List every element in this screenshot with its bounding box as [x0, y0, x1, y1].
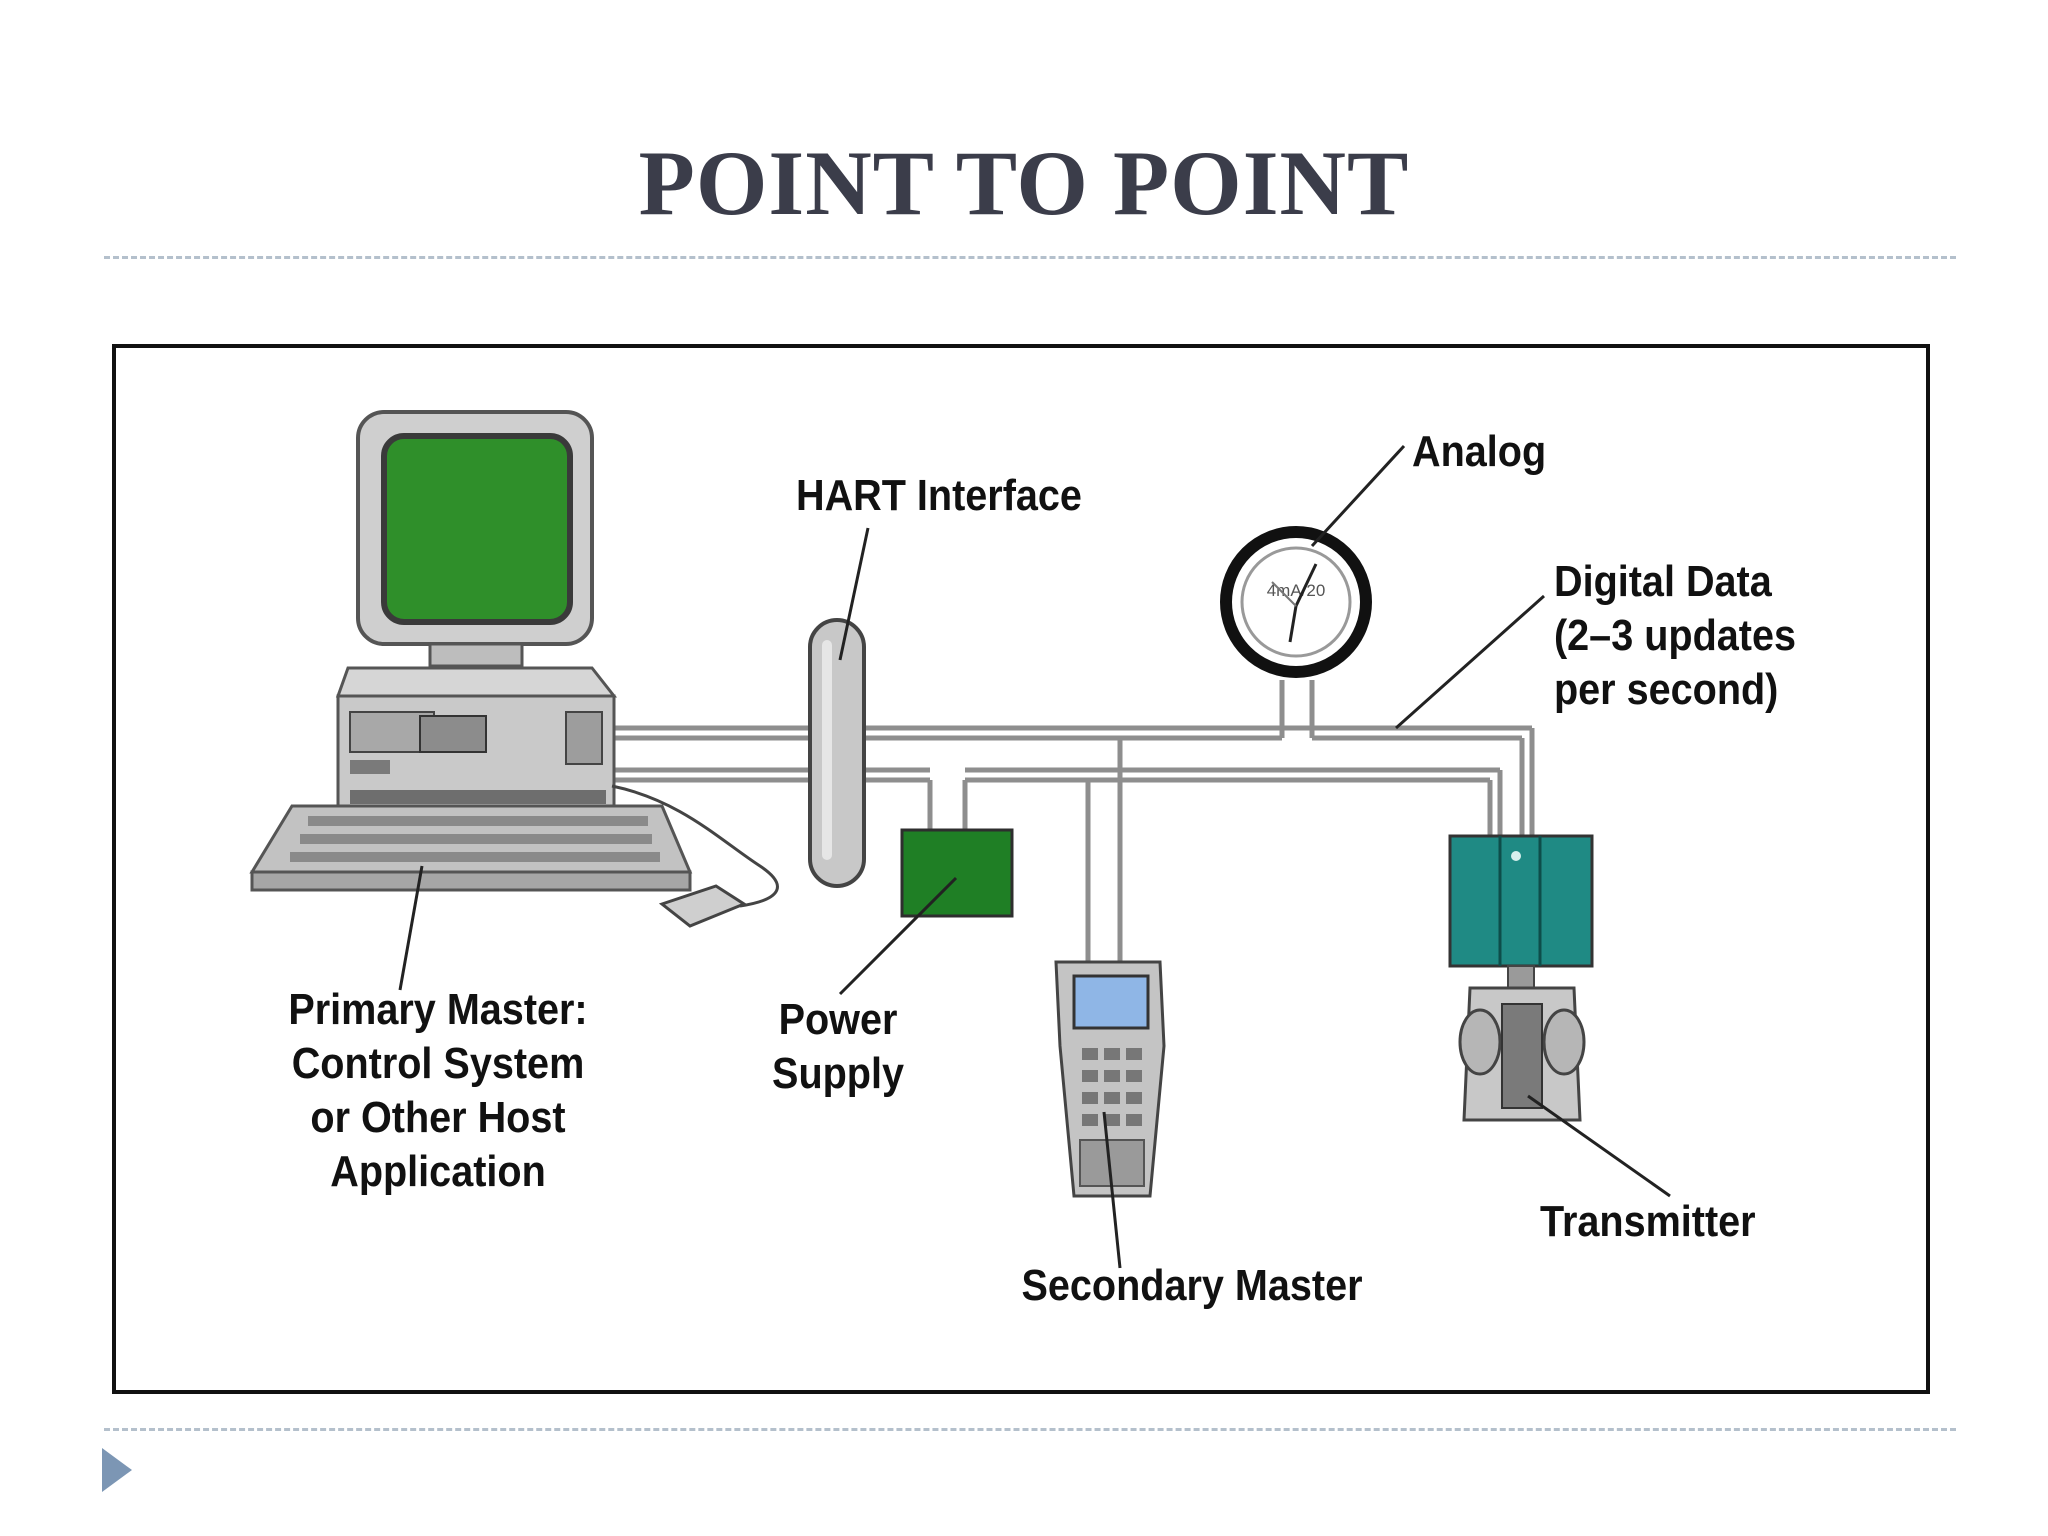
- label-digital-data-line2: (2–3 updates: [1554, 610, 1796, 659]
- label-primary-master-line4: Application: [330, 1146, 546, 1195]
- handheld-communicator-icon: [1054, 960, 1166, 1198]
- power-supply-icon: [900, 828, 1014, 918]
- gauge-face-label: 4mA/20: [1267, 581, 1326, 600]
- label-analog: Analog: [1412, 426, 1546, 475]
- footer-divider: [104, 1428, 1956, 1431]
- bullet-triangle-icon: [102, 1448, 132, 1492]
- label-digital-data-line3: per second): [1554, 664, 1778, 713]
- label-power-supply-line1: Power: [779, 994, 898, 1043]
- label-transmitter: Transmitter: [1540, 1196, 1756, 1245]
- loop-wires: [612, 680, 1535, 968]
- label-secondary-master: Secondary Master: [1021, 1260, 1362, 1309]
- label-power-supply-line2: Supply: [772, 1048, 905, 1097]
- label-primary-master-line1: Primary Master:: [288, 984, 587, 1033]
- label-primary-master-line2: Control System: [292, 1038, 585, 1087]
- label-hart-interface: HART Interface: [796, 470, 1082, 519]
- title-divider: [104, 256, 1956, 259]
- computer-icon: [249, 410, 779, 928]
- leader-lines: [398, 444, 1671, 1269]
- label-digital-data-line1: Digital Data: [1554, 556, 1772, 605]
- hart-interface-icon: [808, 618, 866, 888]
- transmitter-icon: [1448, 834, 1594, 1122]
- analog-gauge-icon: 4mA/20: [1220, 526, 1372, 678]
- slide-title: POINT TO POINT: [638, 132, 1410, 234]
- label-primary-master-line3: or Other Host: [310, 1092, 565, 1141]
